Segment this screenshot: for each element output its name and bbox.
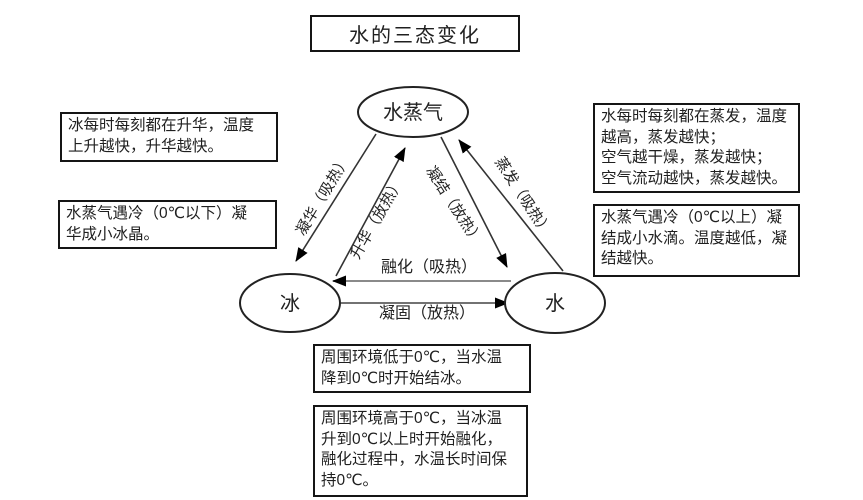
diagram-title: 水的三态变化 [349, 25, 481, 47]
note-ice-sublimation: 冰每时每刻都在升华，温度 上升越快，升华越快。 [60, 112, 278, 162]
arrow-sublimation [335, 147, 406, 277]
arrow-condensation [440, 136, 508, 268]
label-freezing: 凝固（放热） [379, 304, 475, 322]
node-water-ellipse [504, 272, 606, 334]
arrow-evaporation [458, 139, 564, 272]
node-ice-ellipse [239, 273, 341, 333]
note-freezing-condition: 周围环境低于0℃，当水温 降到0℃时开始结冰。 [313, 344, 531, 393]
label-melting: 融化（吸热） [381, 258, 477, 276]
diagram-title-box: 水的三态变化 [310, 15, 520, 52]
label-sublimation: 升华（放热） [347, 176, 407, 262]
node-ice-label: 冰 [280, 292, 300, 315]
label-evaporation: 蒸发（吸热） [491, 154, 554, 239]
note-melting-condition: 周围环境高于0℃，当冰温 升到0℃以上时开始融化， 融化过程中，水温长时间保 持… [313, 405, 528, 497]
note-water-evaporation: 水每时每刻都在蒸发，温度 越高，蒸发越快； 空气越干燥，蒸发越快； 空气流动越快… [593, 103, 800, 193]
note-vapor-condensation: 水蒸气遇冷（0℃以上）凝 结成小水滴。温度越低，凝 结越快。 [593, 204, 800, 277]
note-vapor-deposition: 水蒸气遇冷（0℃以下）凝 华成小冰晶。 [58, 200, 277, 249]
label-deposition: 凝华（吸热） [293, 153, 354, 239]
node-vapor-label: 水蒸气 [383, 101, 443, 124]
node-water-label: 水 [545, 292, 565, 315]
arrow-deposition [295, 133, 377, 262]
node-vapor-ellipse [357, 86, 469, 138]
